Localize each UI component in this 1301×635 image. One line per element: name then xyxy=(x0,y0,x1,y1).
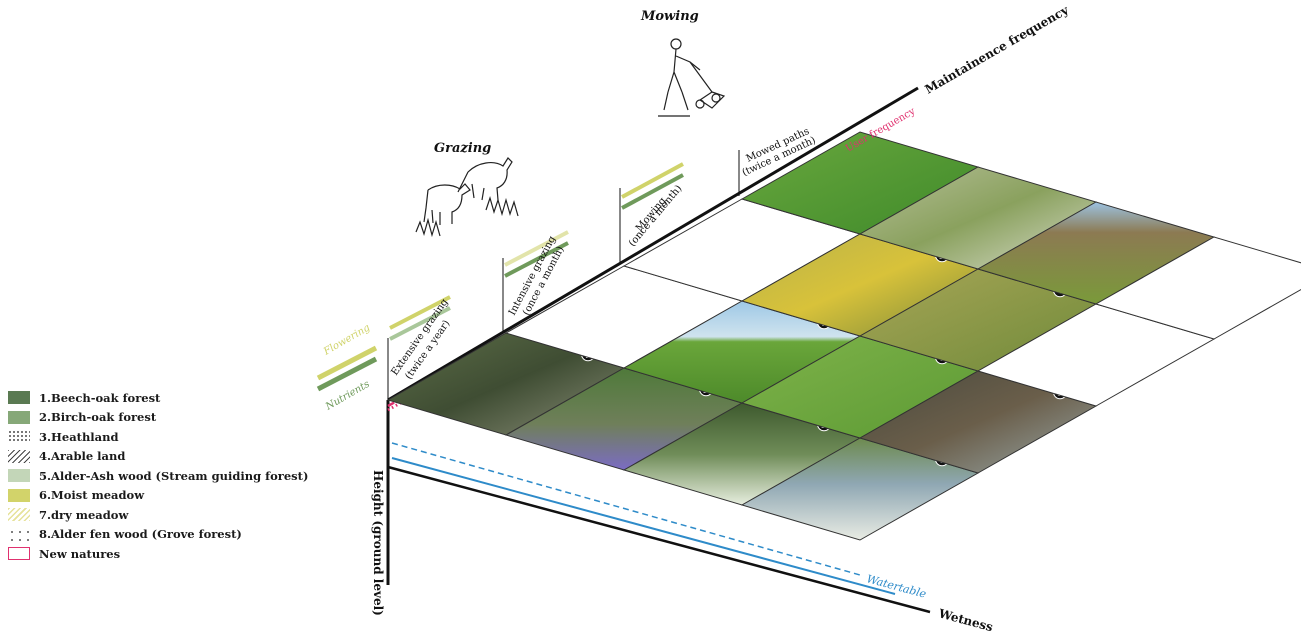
legend-label: 3.Heathland xyxy=(39,429,119,444)
grazing-header: Grazing xyxy=(434,141,491,156)
wetness-axis xyxy=(387,465,931,614)
legend-item-moist-meadow: 6.Moist meadow xyxy=(8,486,308,506)
height-axis-label: Height (ground level) xyxy=(371,470,385,616)
legend-label: 5.Alder-Ash wood (Stream guiding forest) xyxy=(39,468,309,483)
legend-item-beech-oak: 1.Beech-oak forest xyxy=(8,388,308,408)
legend-label: 2.Birch-oak forest xyxy=(39,410,157,425)
legend-swatch xyxy=(8,469,30,483)
legend-item-alder-fen: 8.Alder fen wood (Grove forest) xyxy=(8,525,308,545)
watertable-line xyxy=(391,457,896,595)
legend-swatch xyxy=(8,547,30,561)
legend-swatch xyxy=(8,508,30,522)
legend-swatch xyxy=(8,391,30,405)
nutrients-bar-main xyxy=(316,356,378,392)
mowing-header: Mowing xyxy=(640,9,699,24)
tile-empty xyxy=(1094,236,1301,340)
regime-posts xyxy=(387,150,740,400)
tiles-group: 127356468 xyxy=(386,131,1301,541)
legend-swatch xyxy=(8,430,30,444)
nutrients-bar-2 xyxy=(504,241,569,278)
legend-item-birch-oak: 2.Birch-oak forest xyxy=(8,408,308,428)
legend-swatch xyxy=(8,449,30,463)
mower-illustration xyxy=(658,38,726,117)
wetness-axis-label: Wetness xyxy=(936,606,994,634)
legend-swatch xyxy=(8,410,30,424)
legend-item-dry-meadow: 7.dry meadow xyxy=(8,505,308,525)
legend-swatch xyxy=(8,488,30,502)
legend-item-alder-ash: 5.Alder-Ash wood (Stream guiding forest) xyxy=(8,466,308,486)
legend-swatch xyxy=(8,527,30,541)
legend-item-arable-land: 4.Arable land xyxy=(8,447,308,467)
nutrients-bar-3 xyxy=(621,173,684,210)
flowering-bar-3 xyxy=(621,162,684,199)
maintenance-axis-label: Maintainence frequency xyxy=(923,2,1072,96)
indicator-bars xyxy=(316,162,684,392)
legend-label: 6.Moist meadow xyxy=(39,488,145,503)
legend-label: 1.Beech-oak forest xyxy=(39,390,161,405)
maintenance-axis xyxy=(387,86,919,402)
goats-illustration xyxy=(415,157,519,238)
legend-label: New natures xyxy=(39,546,121,561)
legend-label: 7.dry meadow xyxy=(39,507,129,522)
flowering-bar-1 xyxy=(389,295,451,330)
flowering-bar-main xyxy=(316,345,378,381)
legend-label: 4.Arable land xyxy=(39,449,126,464)
flowering-bar-2 xyxy=(504,230,569,267)
nutrients-bar-1 xyxy=(389,306,451,341)
legend-item-heathland: 3.Heathland xyxy=(8,427,308,447)
legend-label: 8.Alder fen wood (Grove forest) xyxy=(39,527,242,542)
legend: 1.Beech-oak forest 2.Birch-oak forest 3.… xyxy=(8,388,308,564)
legend-item-new-natures: New natures xyxy=(8,544,308,564)
watertable-dashed-line xyxy=(391,442,861,576)
